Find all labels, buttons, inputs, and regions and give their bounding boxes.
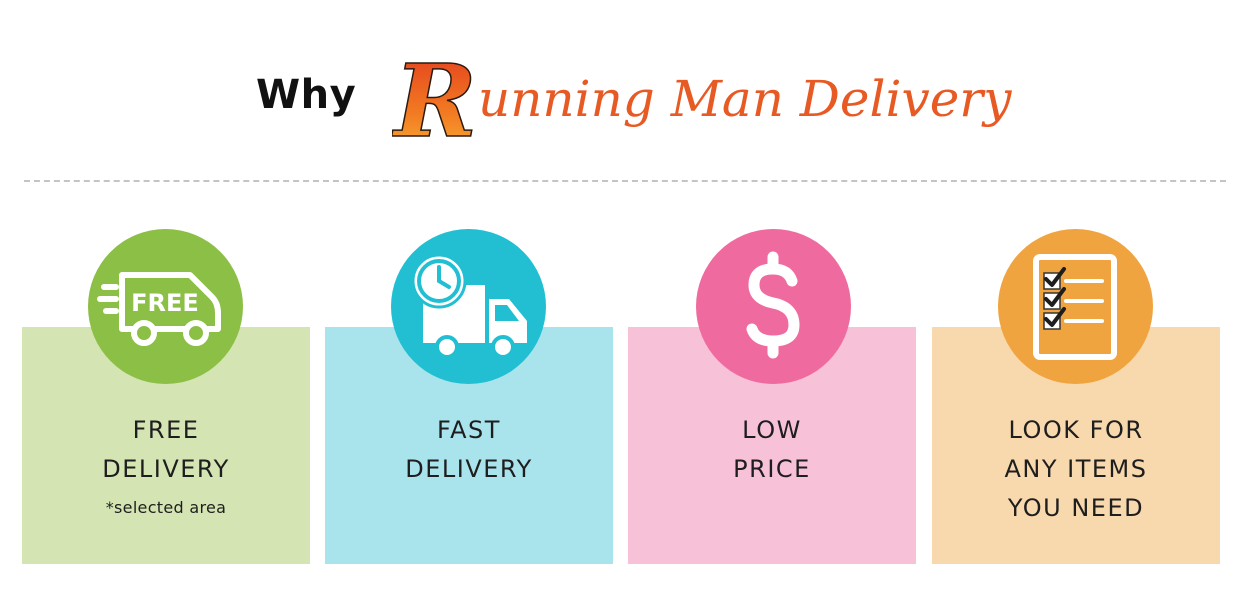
feature-line: LOOK FOR (1008, 416, 1144, 444)
feature-note: *selected area (105, 498, 227, 517)
dollar-icon (696, 229, 851, 384)
header: Why R unning Man Delivery (0, 0, 1240, 165)
feature-line: FREE (132, 416, 200, 444)
checklist-icon (998, 229, 1153, 384)
feature-text: LOW PRICE (628, 411, 916, 489)
feature-line: ANY ITEMS (1004, 455, 1148, 483)
feature-line: FAST (437, 416, 501, 444)
feature-text: FAST DELIVERY (325, 411, 613, 489)
feature-text: LOOK FOR ANY ITEMS YOU NEED (932, 411, 1220, 528)
feature-line: YOU NEED (1007, 494, 1145, 522)
brand-logo: R unning Man Delivery (392, 44, 1012, 154)
svg-text:FREE: FREE (131, 289, 199, 317)
truck-clock-icon (391, 229, 546, 384)
free-van-icon: FREE (88, 229, 243, 384)
feature-line: DELIVERY (102, 455, 230, 483)
brand-initial: R (392, 44, 477, 154)
why-heading: Why (256, 72, 357, 118)
brand-name: unning Man Delivery (478, 70, 1012, 128)
dashed-divider (24, 180, 1226, 182)
feature-line: DELIVERY (405, 455, 533, 483)
feature-text: FREE DELIVERY *selected area (22, 411, 310, 521)
feature-line: LOW (742, 416, 802, 444)
feature-line: PRICE (733, 455, 811, 483)
